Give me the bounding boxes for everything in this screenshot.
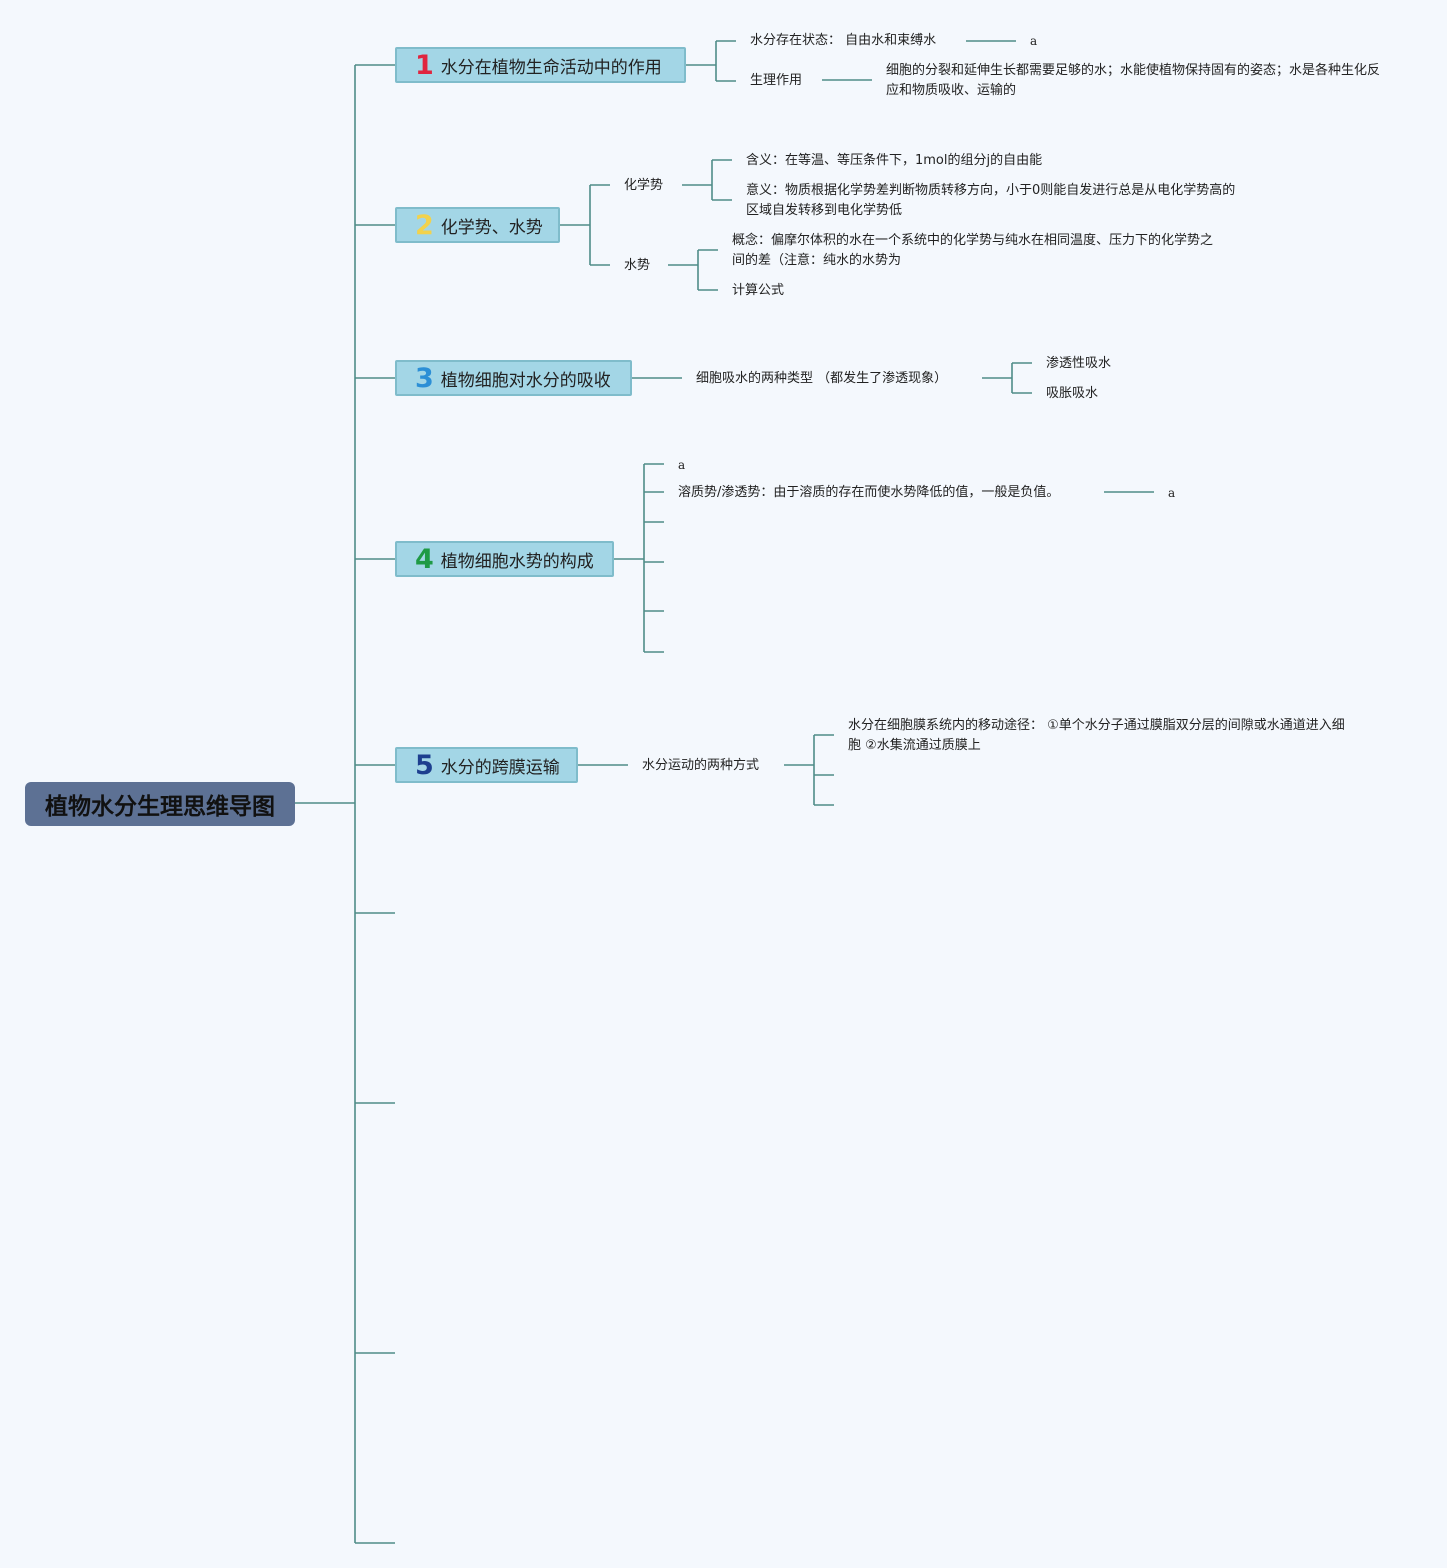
root-node[interactable]: 植物水分生理思维导图 xyxy=(25,782,295,826)
topic-1-node[interactable]: 1 水分在植物生命活动中的作用 xyxy=(395,47,686,83)
topic-4-number: 4 xyxy=(415,543,434,575)
topic-4-node[interactable]: 4 植物细胞水势的构成 xyxy=(395,541,614,577)
topic-5-label: 水分的跨膜运输 xyxy=(440,757,560,778)
t2-chem-significance[interactable]: 意义：物质根据化学势差判断物质转移方向，小于0则能自发进行总是从电化学势高的区域… xyxy=(746,183,1236,218)
t2-water-formula[interactable]: 计算公式 xyxy=(732,283,785,298)
t2-water-concept[interactable]: 概念：偏摩尔体积的水在一个系统中的化学势与纯水在相同温度、压力下的化学势之间的差… xyxy=(732,233,1214,268)
t1-role-detail[interactable]: 细胞的分裂和延伸生长都需要足够的水；水能使植物保持固有的姿态；水是各种生化反应和… xyxy=(886,63,1381,98)
topic-1-label: 水分在植物生命活动中的作用 xyxy=(440,57,662,78)
topic-2-node[interactable]: 2 化学势、水势 xyxy=(395,207,560,243)
topic-2-label: 化学势、水势 xyxy=(440,217,543,238)
topic-2-number: 2 xyxy=(415,209,434,241)
root-title: 植物水分生理思维导图 xyxy=(45,794,275,820)
t1-water-state-leaf[interactable]: a xyxy=(1030,34,1038,48)
t4-solute-leaf[interactable]: a xyxy=(1168,486,1176,500)
topic-3-label: 植物细胞对水分的吸收 xyxy=(440,370,611,391)
t2-water-potential[interactable]: 水势 xyxy=(624,258,651,273)
t1-physiological-role[interactable]: 生理作用 xyxy=(750,73,803,88)
topic-4-label: 植物细胞水势的构成 xyxy=(440,551,594,572)
topic-5-node[interactable]: 5 水分的跨膜运输 xyxy=(395,747,578,783)
t4-solute-potential[interactable]: 溶质势/渗透势：由于溶质的存在而使水势降低的值，一般是负值。 xyxy=(678,485,1060,500)
t4-item-a[interactable]: a xyxy=(678,458,686,472)
topic-5-number: 5 xyxy=(415,749,434,781)
topic-3-node[interactable]: 3 植物细胞对水分的吸收 xyxy=(395,360,632,396)
t5-two-ways[interactable]: 水分运动的两种方式 xyxy=(642,758,760,773)
t2-chem-meaning[interactable]: 含义：在等温、等压条件下，1mol的组分j的自由能 xyxy=(746,153,1043,168)
t3-imbibition[interactable]: 吸胀吸水 xyxy=(1046,386,1099,401)
t2-chemical-potential[interactable]: 化学势 xyxy=(624,178,664,193)
topic-1-number: 1 xyxy=(415,49,434,81)
t3-absorption-types[interactable]: 细胞吸水的两种类型 （都发生了渗透现象） xyxy=(696,371,948,386)
t1-water-state[interactable]: 水分存在状态： 自由水和束缚水 xyxy=(750,33,937,48)
t5-membrane-pathway[interactable]: 水分在细胞膜系统内的移动途径： ①单个水分子通过膜脂双分层的间隙或水通道进入细胞… xyxy=(848,718,1345,753)
t3-osmotic-absorption[interactable]: 渗透性吸水 xyxy=(1046,356,1112,371)
topic-3-number: 3 xyxy=(415,362,434,394)
